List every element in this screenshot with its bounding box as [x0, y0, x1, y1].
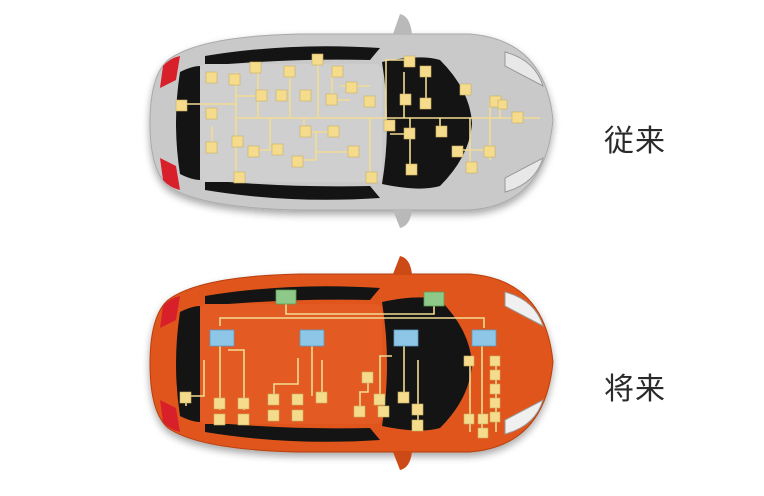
side-window-bottom — [205, 180, 380, 200]
domain-controller-4 — [471, 329, 497, 347]
gateways — [275, 289, 445, 307]
rear-window — [176, 66, 200, 180]
side-window-top — [205, 46, 380, 66]
taillight-bottom — [160, 158, 180, 190]
domain-controller-3 — [393, 329, 419, 347]
taillight-top — [160, 56, 180, 88]
mirror-bottom — [393, 210, 412, 228]
headlight-top — [504, 291, 544, 328]
ecu-boxes-before — [175, 53, 524, 184]
mirror-bottom — [393, 452, 412, 470]
taillight-top — [160, 296, 180, 328]
headlight-bottom — [504, 156, 544, 193]
taillight-bottom — [160, 400, 180, 432]
roof — [200, 304, 382, 424]
headlight-top — [504, 51, 544, 88]
headlight-bottom — [504, 398, 544, 435]
side-window-bottom — [205, 422, 380, 442]
domain-controllers — [209, 329, 497, 347]
mirror-top — [393, 256, 412, 274]
label-future: 将来 — [604, 372, 666, 407]
roof — [200, 64, 382, 182]
car-after — [149, 256, 554, 470]
gateway-right — [423, 291, 445, 307]
domain-controller-1 — [209, 329, 235, 347]
car-before — [149, 14, 554, 228]
rear-window — [176, 306, 200, 422]
mirror-top — [393, 14, 412, 34]
ecu-boxes-after — [179, 355, 501, 439]
gateway-left — [275, 289, 297, 305]
domain-controller-2 — [299, 329, 325, 347]
label-conventional: 従来 — [604, 124, 666, 159]
